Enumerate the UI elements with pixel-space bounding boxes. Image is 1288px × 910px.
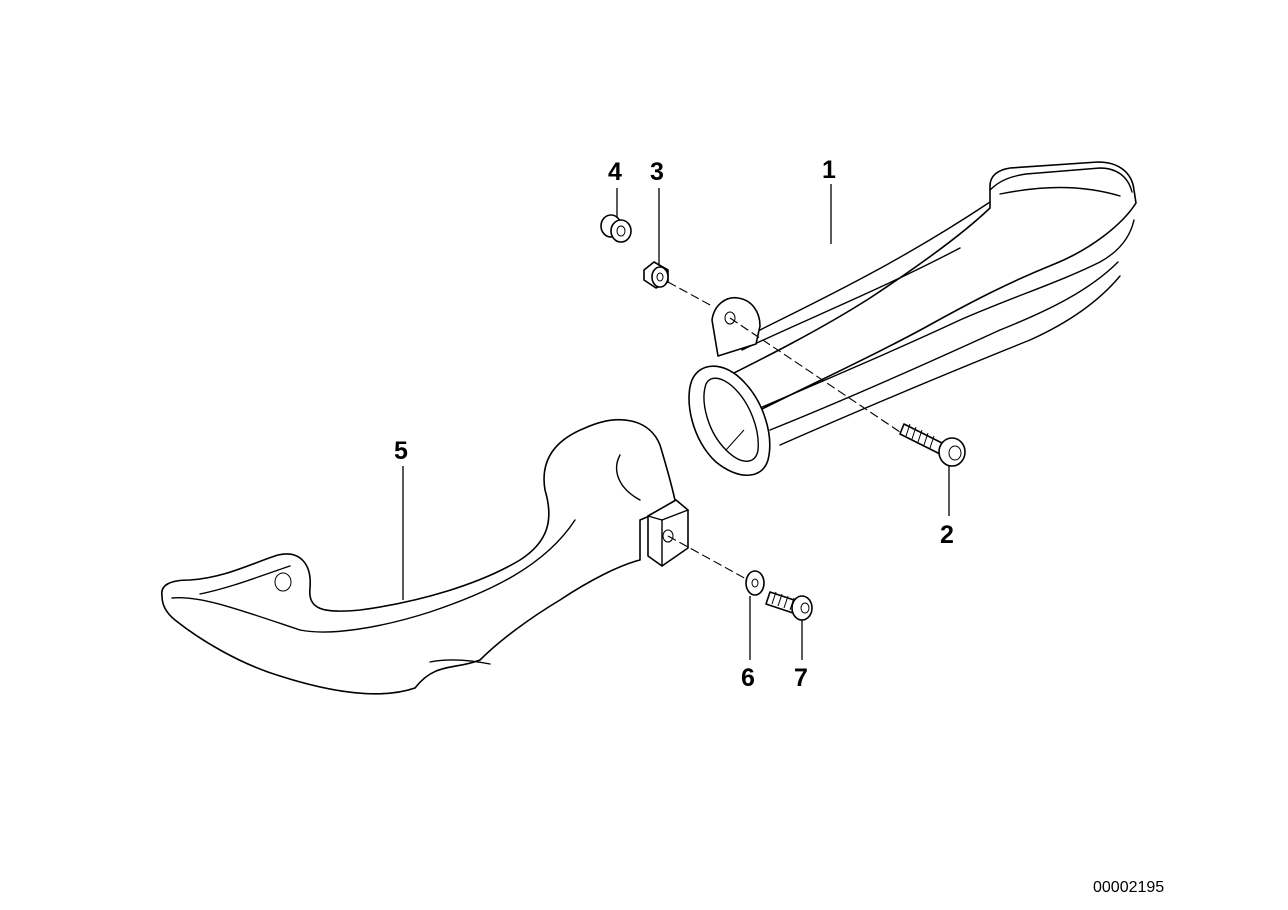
- washer-6: [745, 570, 765, 596]
- grommet-4: [600, 214, 632, 243]
- callout-3: 3: [650, 158, 664, 186]
- callout-5: 5: [394, 437, 408, 465]
- callout-6: 6: [741, 664, 755, 692]
- callout-4: 4: [608, 158, 622, 186]
- diagram-number: 00002195: [1093, 879, 1164, 896]
- screw-7: [765, 591, 813, 621]
- leader-lines: [402, 184, 950, 660]
- bolt-2: [899, 423, 966, 467]
- callout-1: 1: [822, 156, 836, 184]
- callout-2: 2: [940, 521, 954, 549]
- callout-7: 7: [794, 664, 808, 692]
- callout-labels: 1 2 3 4 5 6 7: [394, 156, 954, 692]
- bushing-3: [643, 261, 669, 289]
- air-duct-lower: [161, 419, 689, 695]
- air-duct-upper: [688, 161, 1137, 476]
- assembly-lines: [667, 281, 901, 581]
